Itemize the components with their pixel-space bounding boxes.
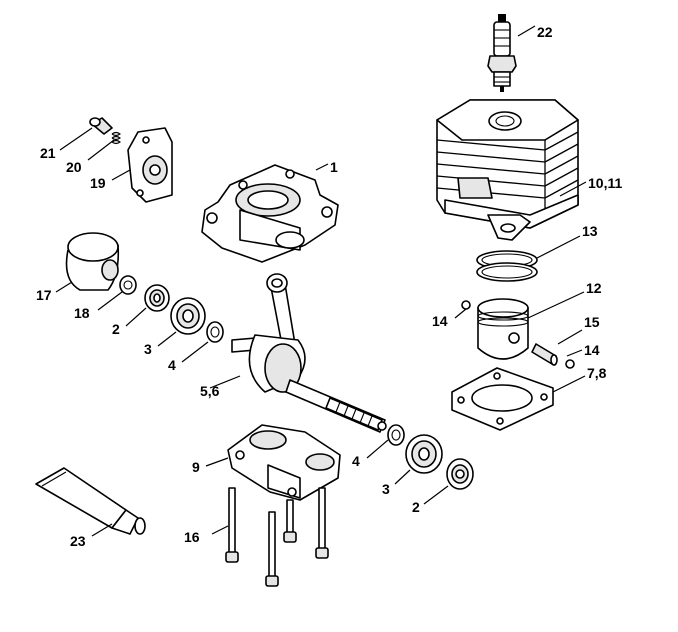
callout-4-left: 4: [168, 357, 176, 373]
callout-2-right: 2: [412, 499, 420, 515]
cylinder: [436, 99, 579, 241]
callout-14-right: 14: [584, 342, 600, 358]
grease-tube: [35, 467, 146, 535]
washer-18: [119, 275, 137, 295]
circlip-left: [461, 300, 471, 310]
callout-5-6: 5,6: [200, 383, 220, 399]
callout-17: 17: [36, 287, 52, 303]
ball-bearing-right: [405, 434, 443, 474]
gasket: [451, 367, 554, 431]
callout-16: 16: [184, 529, 200, 545]
piston-pin: [531, 343, 558, 366]
callout-2-left: 2: [112, 321, 120, 337]
callout-1: 1: [330, 159, 338, 175]
callout-23: 23: [70, 533, 86, 549]
callout-12: 12: [586, 280, 602, 296]
spring: [111, 131, 121, 145]
callout-18: 18: [74, 305, 90, 321]
spark-plug: [487, 14, 517, 92]
oil-seal-right: [446, 458, 474, 490]
crankcase-top: [201, 164, 339, 263]
callout-21: 21: [40, 145, 56, 161]
leader-lines: [55, 25, 587, 537]
crankcase-bottom: [227, 424, 341, 501]
cover-plate: [127, 127, 173, 203]
oil-seal-left: [144, 284, 170, 312]
screw-2: [265, 511, 279, 587]
callout-15: 15: [584, 314, 600, 330]
crankshaft: [231, 273, 387, 433]
flywheel-drum: [65, 232, 120, 291]
callout-19: 19: [90, 175, 106, 191]
piston-rings: [476, 250, 538, 282]
screw-4: [315, 487, 329, 559]
callout-3-right: 3: [382, 481, 390, 497]
callout-13: 13: [582, 223, 598, 239]
thrust-washer-left: [206, 321, 224, 343]
callout-14-left: 14: [432, 313, 448, 329]
callout-4-right: 4: [352, 453, 360, 469]
ball-bearing-left: [170, 297, 206, 335]
callout-labels: 1 22 10,11 13 12 14 15 14 7,8 9 16 5,6 4…: [36, 24, 622, 549]
piston: [477, 298, 529, 360]
fitting: [89, 117, 113, 135]
callout-7-8: 7,8: [587, 365, 607, 381]
callout-20: 20: [66, 159, 82, 175]
circlip-right: [565, 359, 575, 369]
callout-3-left: 3: [144, 341, 152, 357]
screw-3: [283, 499, 297, 543]
callout-10-11: 10,11: [588, 175, 622, 191]
callout-22: 22: [537, 24, 553, 40]
screw-1: [225, 487, 239, 563]
thrust-washer-right: [387, 424, 405, 446]
callout-9: 9: [192, 459, 200, 475]
